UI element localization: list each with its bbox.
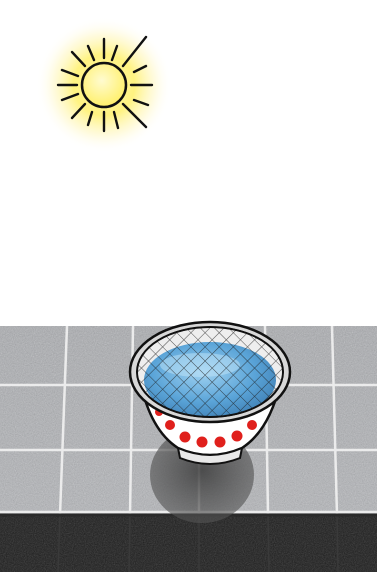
sun-icon (36, 17, 172, 153)
